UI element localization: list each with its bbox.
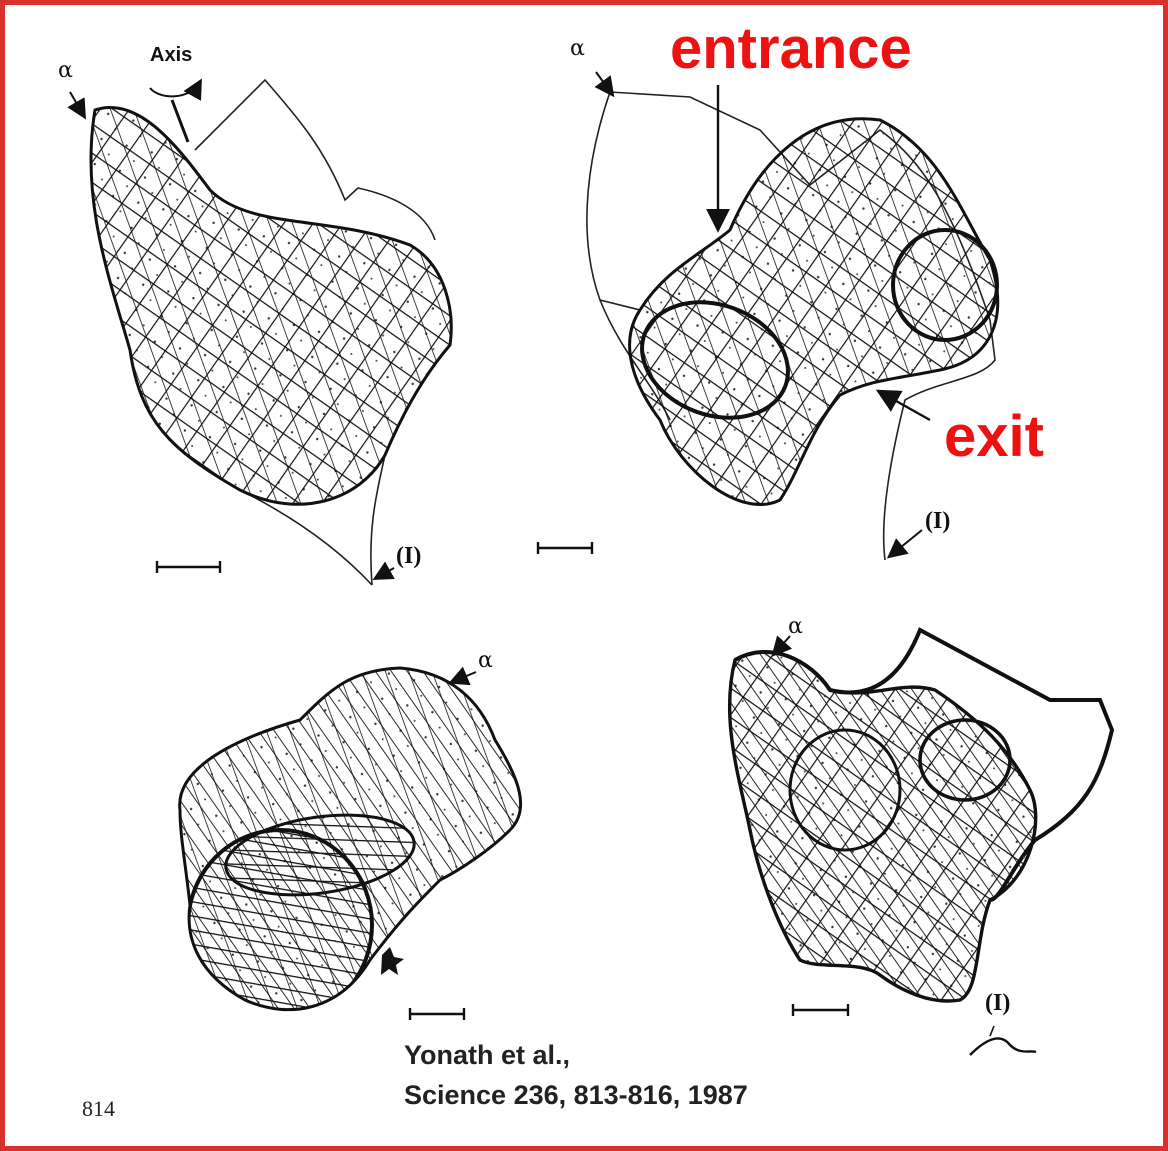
isoform-label-top-left: (I) bbox=[396, 543, 421, 570]
isoform-label-top-right: (I) bbox=[925, 508, 950, 535]
scale-bar bbox=[410, 1008, 464, 1020]
alpha-label-bottom-left: α bbox=[478, 648, 493, 673]
citation-line-2: Science 236, 813-816, 1987 bbox=[404, 1080, 748, 1111]
alpha-label-bottom-right: α bbox=[788, 614, 803, 639]
mesh-grid-2 bbox=[60, 80, 480, 540]
dark-spot bbox=[381, 947, 404, 975]
isoform-label-bottom-right: (I) bbox=[985, 990, 1010, 1017]
isoform-pointer bbox=[376, 568, 394, 578]
panel-bottom-right bbox=[720, 630, 1112, 1055]
scale-bar bbox=[157, 561, 220, 573]
axis-line bbox=[172, 100, 188, 142]
panel-top-right bbox=[538, 72, 1020, 560]
axis-rotation-arrow bbox=[150, 82, 200, 96]
isoform-pointer bbox=[990, 1026, 994, 1036]
scale-bar bbox=[538, 542, 592, 554]
exit-annotation: exit bbox=[944, 408, 1044, 466]
alpha-label-top-left: α bbox=[58, 58, 73, 83]
scale-bar bbox=[793, 1004, 848, 1016]
exit-arrow bbox=[880, 392, 930, 420]
citation-line-1: Yonath et al., bbox=[404, 1040, 570, 1071]
isoform-pointer bbox=[890, 530, 922, 556]
page-number: 814 bbox=[82, 1096, 115, 1122]
alpha-pointer bbox=[70, 92, 84, 116]
alpha-label-top-right: α bbox=[570, 36, 585, 61]
axis-label: Axis bbox=[150, 44, 192, 67]
panel-top-left bbox=[60, 80, 480, 585]
alpha-pointer bbox=[596, 72, 612, 94]
entrance-annotation: entrance bbox=[670, 20, 912, 78]
panel-bottom-left bbox=[170, 650, 540, 1030]
alpha-pointer bbox=[452, 672, 476, 682]
isoform-fragment bbox=[970, 1038, 1036, 1055]
